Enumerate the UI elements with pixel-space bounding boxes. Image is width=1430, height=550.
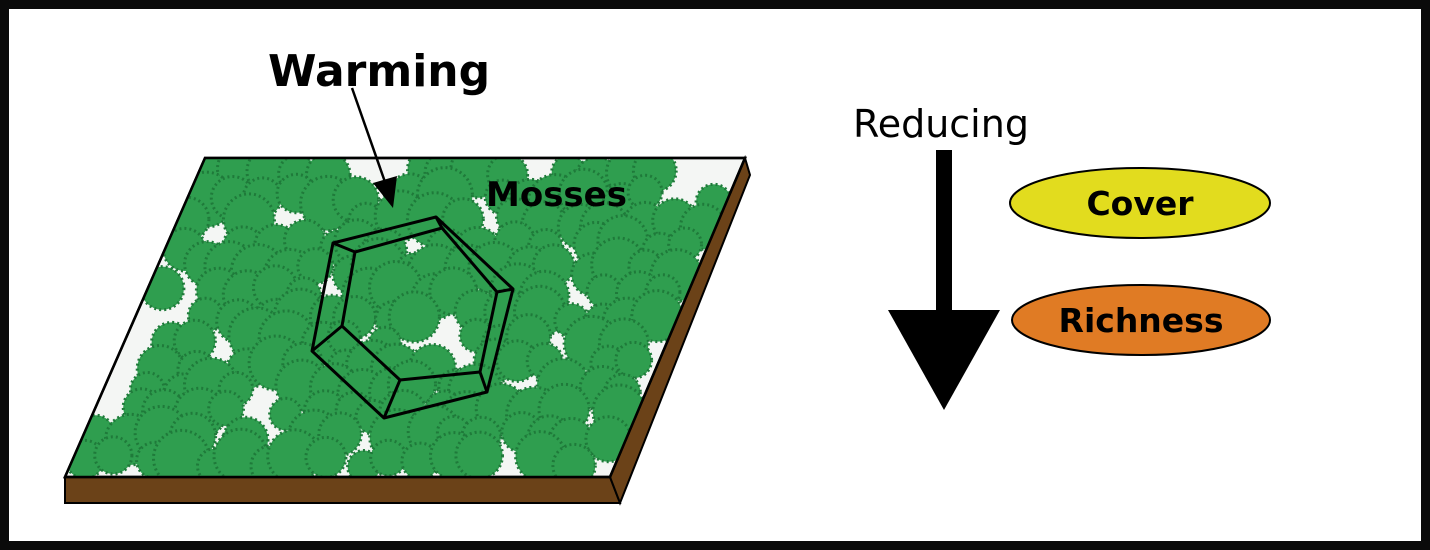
- hexagonal-open-top-chamber-icon: [310, 215, 515, 420]
- moss-clump: [369, 438, 408, 477]
- cover-badge: Cover: [1009, 167, 1271, 239]
- moss-clump: [296, 247, 335, 286]
- mosses-label: Mosses: [486, 175, 627, 215]
- moss-clump: [93, 435, 134, 476]
- moss-clump: [614, 340, 654, 380]
- richness-badge: Richness: [1011, 284, 1271, 356]
- moss-clump: [304, 435, 348, 477]
- richness-label: Richness: [1059, 301, 1224, 340]
- moss-clump: [454, 430, 505, 477]
- moss-clump: [387, 290, 441, 344]
- soil-front-side: [64, 476, 622, 504]
- moss-cover: [65, 158, 733, 477]
- moss-clump: [207, 389, 246, 428]
- warming-pointer-arrow-icon: [350, 87, 397, 208]
- reducing-down-arrow-icon: [888, 150, 1000, 410]
- cover-label: Cover: [1086, 184, 1194, 223]
- plot-outline: [63, 156, 747, 479]
- warming-label: Warming: [268, 46, 490, 97]
- moss-clump: [172, 318, 217, 363]
- reducing-label: Reducing: [853, 102, 1029, 146]
